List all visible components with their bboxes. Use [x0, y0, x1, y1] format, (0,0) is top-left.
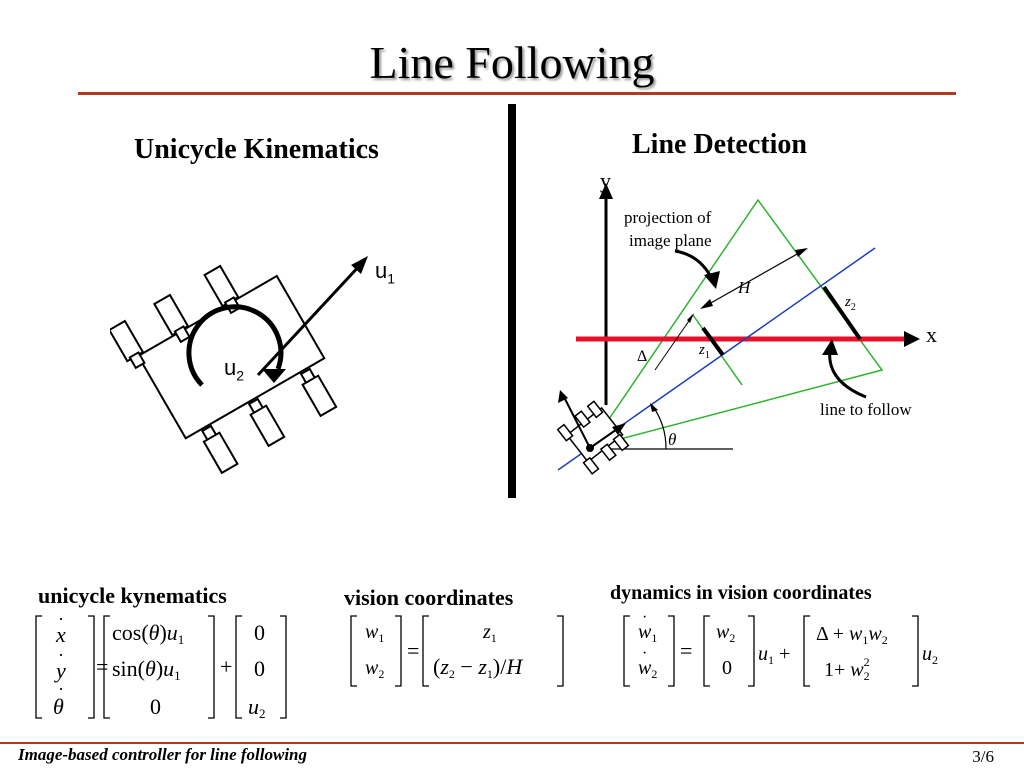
theta-label: θ — [668, 430, 677, 449]
delta-label: Δ — [637, 348, 648, 365]
svg-text:u1 +: u1 + — [758, 643, 790, 667]
section-divider — [508, 104, 516, 498]
slide-title: Line Following — [369, 37, 655, 88]
svg-text:0: 0 — [150, 694, 161, 719]
svg-text:·: · — [642, 612, 647, 626]
svg-text:w1: w1 — [365, 621, 384, 645]
unicycle-equation: x· y· θ· = + cos(θ)u1 sin(θ)u1 0 0 0 u2 — [35, 612, 287, 721]
svg-text:sin(θ)u1: sin(θ)u1 — [112, 656, 181, 683]
line-detection-diagram — [556, 183, 920, 475]
footer-title: Image-based controller for line followin… — [18, 745, 307, 764]
line-follow-pointer — [828, 348, 867, 399]
svg-text:w2: w2 — [638, 657, 657, 681]
svg-text:u2: u2 — [248, 694, 266, 721]
svg-text:1+ w22: 1+ w22 — [824, 655, 870, 683]
u2-arrowhead — [262, 369, 286, 383]
svg-text:0: 0 — [254, 620, 265, 645]
svg-text:(z2 − z1)/H: (z2 − z1)/H — [433, 654, 523, 681]
svg-text:=: = — [680, 638, 692, 663]
svg-text:x: x — [55, 622, 66, 647]
svg-text:·: · — [58, 645, 64, 665]
projection-label-line1: projection of — [624, 208, 712, 227]
dynamics-equation-label: dynamics in vision coordinates — [610, 582, 872, 604]
svg-text:=: = — [407, 638, 419, 663]
svg-text:cos(θ)u1: cos(θ)u1 — [112, 620, 184, 647]
u1-arrow — [256, 261, 364, 377]
z2-segment — [822, 285, 862, 341]
z1-segment — [701, 326, 725, 357]
svg-text:u2: u2 — [922, 643, 938, 667]
footer-rule — [0, 742, 1024, 744]
z1-label: z1 — [699, 342, 710, 361]
vision-equation: w1 w2 z1 = (z2 − z1)/H — [350, 615, 564, 687]
upper-wheels — [110, 264, 242, 370]
z2-label: z2 — [845, 294, 856, 313]
x-axis-label: x — [926, 322, 937, 347]
robot-heading-arrow — [563, 396, 591, 449]
svg-text:·: · — [58, 612, 64, 629]
line-to-follow-label: line to follow — [820, 400, 912, 419]
unicycle-diagram — [110, 256, 368, 475]
svg-text:0: 0 — [722, 657, 732, 679]
unicycle-kinematics-heading: Unicycle Kinematics — [134, 134, 379, 165]
dynamics-equation: w1 · w2 · w2 = 0 u1 + Δ + w1w2 1+ w22 u2 — [623, 612, 938, 687]
projection-label-line2: image plane — [629, 231, 712, 250]
H-dimension — [701, 248, 807, 309]
vision-equation-label: vision coordinates — [344, 585, 514, 610]
svg-text:w2: w2 — [716, 621, 735, 645]
svg-text:w2: w2 — [365, 657, 384, 681]
u2-label: u2 — [224, 355, 245, 384]
line-detection-heading: Line Detection — [632, 129, 807, 160]
u2-rotation-arrow — [186, 304, 284, 387]
u1-label: u1 — [375, 258, 396, 287]
svg-text:z1: z1 — [482, 621, 497, 645]
svg-text:·: · — [642, 645, 647, 662]
H-label: H — [738, 278, 751, 297]
svg-text:y: y — [54, 658, 66, 683]
delta-dimension — [654, 314, 694, 371]
svg-text:=: = — [96, 654, 108, 679]
svg-text:w1: w1 — [638, 621, 657, 645]
svg-text:θ: θ — [53, 694, 64, 719]
page-number: 3/6 — [972, 747, 994, 766]
svg-text:Δ + w1w2: Δ + w1w2 — [816, 623, 888, 647]
y-axis-label: y — [600, 168, 611, 193]
projection-cone — [588, 198, 884, 449]
u1-arrowhead — [351, 256, 368, 274]
svg-text:0: 0 — [254, 656, 265, 681]
svg-text:+: + — [220, 654, 232, 679]
unicycle-equation-label: unicycle kynematics — [38, 583, 227, 608]
title-underline — [78, 92, 956, 95]
small-robot — [556, 400, 630, 475]
lower-wheels — [200, 367, 338, 475]
svg-text:·: · — [58, 679, 64, 699]
